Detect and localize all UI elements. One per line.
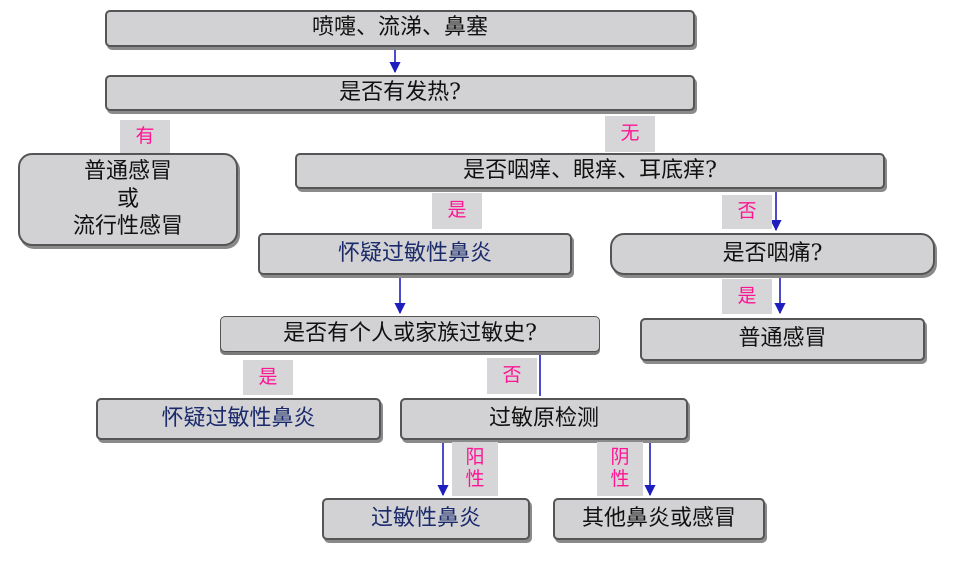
label-history-yes: 是 xyxy=(243,360,293,395)
label-fever-no: 无 xyxy=(605,116,655,152)
label-test-negative: 阴 性 xyxy=(597,442,643,496)
node-suspect-allergic-2: 怀疑过敏性鼻炎 xyxy=(96,398,381,440)
node-symptoms: 喷嚏、流涕、鼻塞 xyxy=(105,10,695,47)
label-itch-no: 否 xyxy=(722,195,772,229)
label-sore-yes: 是 xyxy=(722,279,772,314)
label-history-no: 否 xyxy=(487,358,537,394)
node-fever-question: 是否有发热? xyxy=(105,75,695,111)
node-allergen-test: 过敏原检测 xyxy=(400,398,688,440)
label-test-positive: 阳 性 xyxy=(452,442,498,496)
node-sore-throat-question: 是否咽痛? xyxy=(610,233,935,275)
label-itch-yes: 是 xyxy=(432,193,482,229)
label-fever-yes: 有 xyxy=(120,120,170,153)
node-other-rhinitis: 其他鼻炎或感冒 xyxy=(553,498,765,540)
node-common-or-flu: 普通感冒 或 流行性感冒 xyxy=(18,153,238,246)
node-allergic-rhinitis: 过敏性鼻炎 xyxy=(322,498,530,540)
node-itch-question: 是否咽痒、眼痒、耳底痒? xyxy=(295,153,885,189)
node-suspect-allergic-1: 怀疑过敏性鼻炎 xyxy=(258,233,572,275)
node-history-question: 是否有个人或家族过敏史? xyxy=(220,316,600,352)
node-common-cold: 普通感冒 xyxy=(640,318,925,361)
